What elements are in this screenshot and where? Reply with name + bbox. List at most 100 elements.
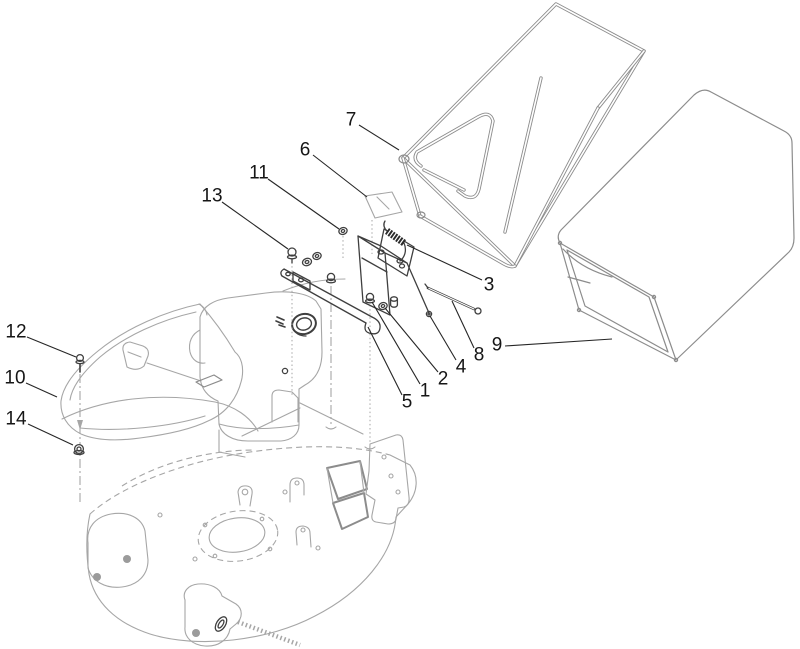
corner-washer bbox=[425, 310, 433, 318]
deck-front-bracket bbox=[183, 583, 242, 647]
tank-emboss-marks bbox=[275, 316, 286, 328]
deck-hole bbox=[267, 546, 273, 552]
spacer-bottom bbox=[389, 304, 399, 308]
rod-tip bbox=[424, 283, 429, 289]
callout-2: 2 bbox=[438, 369, 449, 390]
flange-hole bbox=[396, 258, 404, 264]
nut-flange bbox=[73, 449, 85, 456]
deflector-rod bbox=[146, 362, 202, 382]
panel-hole bbox=[398, 263, 406, 269]
support-bar-top bbox=[283, 268, 373, 318]
blade-circle-dashed bbox=[197, 510, 279, 562]
tank-top-edge bbox=[282, 278, 346, 292]
hardware bbox=[73, 226, 399, 456]
bolt-flange bbox=[325, 278, 337, 284]
bolt-flange bbox=[364, 298, 376, 304]
bag-support-rod bbox=[424, 283, 482, 315]
bag-frame-corner bbox=[557, 240, 563, 246]
bracket-side-edge bbox=[406, 262, 430, 314]
spacer-top bbox=[389, 296, 399, 302]
washer-hole bbox=[304, 259, 310, 265]
deflector-outline bbox=[60, 303, 244, 441]
frame-corner-cap bbox=[398, 154, 410, 164]
deck-hole bbox=[212, 553, 218, 559]
tank-mount-bolt bbox=[281, 367, 289, 375]
carriage-bolt-12 bbox=[75, 353, 85, 373]
bag-mouth-frame-inner bbox=[566, 249, 669, 353]
plate-hole bbox=[395, 489, 401, 495]
spacer-side bbox=[389, 298, 399, 306]
chute-side bbox=[326, 460, 365, 504]
washer bbox=[301, 257, 313, 267]
front-bracket-slot bbox=[214, 616, 228, 632]
leader-line-13 bbox=[221, 201, 289, 250]
deflector-inner-edge bbox=[69, 311, 197, 401]
support-bar-left-end bbox=[280, 268, 285, 277]
tank-body bbox=[199, 291, 323, 442]
deck-front-lip bbox=[237, 619, 301, 648]
deck-rear-edge bbox=[241, 402, 364, 437]
dotted-hook bbox=[364, 446, 376, 450]
rod-ball-end bbox=[474, 307, 482, 315]
washer-11 bbox=[338, 226, 348, 236]
deck-inner-arc bbox=[121, 449, 256, 487]
spindle-bracket bbox=[237, 485, 253, 507]
washer-2 bbox=[378, 301, 388, 311]
leader-line-9 bbox=[504, 338, 613, 347]
deck-left-bracket bbox=[271, 389, 299, 423]
deck-boss bbox=[123, 555, 131, 563]
plate-hole bbox=[381, 454, 387, 460]
washer-hole bbox=[340, 228, 346, 234]
leader-line-3 bbox=[406, 244, 483, 281]
spring-wire-bottom bbox=[399, 242, 407, 262]
washer-pair bbox=[301, 251, 322, 267]
bolt-flange bbox=[286, 254, 298, 260]
washer-hole bbox=[314, 253, 320, 259]
bag-frame-corner bbox=[576, 307, 582, 313]
bolt-13 bbox=[286, 247, 298, 264]
deck-rear-arc bbox=[61, 396, 259, 432]
callout-4: 4 bbox=[456, 357, 467, 378]
leader-line-4 bbox=[429, 315, 457, 361]
callout-12: 12 bbox=[5, 322, 26, 343]
bag-support-bracket bbox=[280, 228, 433, 335]
callout-7: 7 bbox=[346, 110, 357, 131]
front-bracket-slot-inner bbox=[217, 619, 225, 629]
deflector-handle-inner bbox=[127, 351, 142, 358]
spindle-hole bbox=[241, 488, 249, 496]
centerline-hook bbox=[325, 426, 337, 430]
spacer-4 bbox=[389, 296, 399, 308]
deflector-latch bbox=[195, 374, 223, 388]
washer-hole bbox=[380, 303, 386, 309]
tank-seam bbox=[218, 423, 300, 430]
leader-line-12 bbox=[26, 336, 77, 358]
frame-corner-cap bbox=[416, 211, 426, 219]
deck-hole bbox=[192, 556, 198, 562]
discharge-deflector bbox=[60, 303, 244, 441]
deck-hole bbox=[157, 512, 163, 518]
spring bbox=[383, 220, 407, 262]
tank-left-lobe bbox=[188, 329, 206, 364]
leader-line-2 bbox=[384, 307, 439, 373]
bar-hole bbox=[297, 277, 305, 283]
leader-line-11 bbox=[267, 178, 340, 230]
callout-5: 5 bbox=[402, 392, 413, 413]
deck-channel-bracket bbox=[295, 525, 312, 548]
bag-mouth-frame-outer bbox=[559, 242, 677, 361]
fuel-cap-outer bbox=[291, 312, 317, 336]
bag-frame-corner bbox=[673, 357, 679, 363]
spring-hook-top bbox=[383, 220, 388, 232]
decal-plate bbox=[364, 191, 403, 219]
bar-hole bbox=[285, 271, 291, 277]
deflector-pivot bbox=[198, 303, 208, 316]
callout-3: 3 bbox=[484, 275, 495, 296]
spring-coil-ticks bbox=[386, 228, 405, 245]
bag-frame-corner bbox=[651, 294, 657, 300]
callout-14: 14 bbox=[5, 409, 27, 430]
fuel-cap-neck bbox=[291, 326, 307, 337]
alignment-lines bbox=[77, 220, 376, 505]
blade-circle bbox=[208, 517, 266, 553]
decal bbox=[364, 191, 403, 219]
